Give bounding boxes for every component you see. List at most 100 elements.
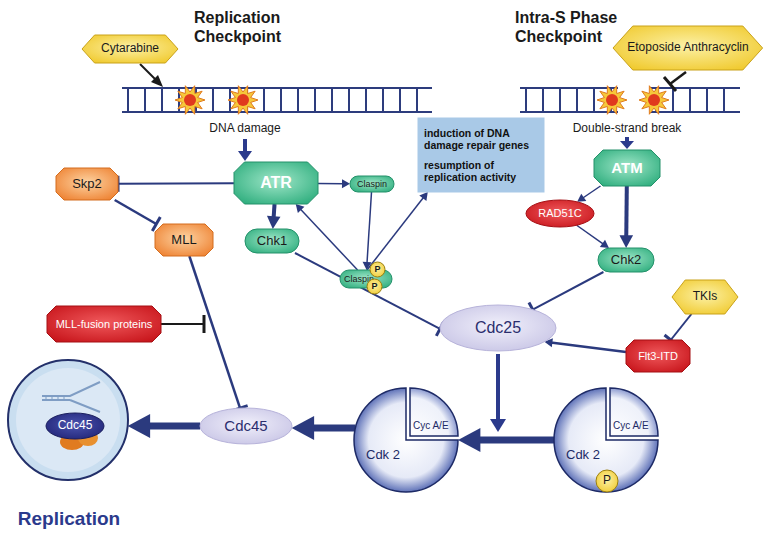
inhibition-bar <box>203 315 206 333</box>
phosphate-dot-shape <box>370 262 385 277</box>
phosphate-dot: P <box>367 279 382 294</box>
kinase-octagon-shape <box>234 162 318 204</box>
arrow-head <box>619 235 633 248</box>
node-text: Skp2 <box>72 177 102 192</box>
pathway-connector <box>267 204 281 229</box>
dna-rail <box>520 87 618 89</box>
node-text: Cyc A/E <box>613 420 649 432</box>
drug-hexagon-shape <box>82 35 178 63</box>
event-label: Double-strand break <box>562 121 692 135</box>
dna-rung <box>576 88 578 112</box>
replication-factor-ellipse-shape <box>46 413 104 439</box>
oncoprotein-octagon-shape <box>47 306 161 342</box>
arrow-head <box>490 419 506 432</box>
node-text: ATM <box>611 159 642 176</box>
kinase-pill: Chk2 <box>598 248 654 272</box>
node-text: TKIs <box>693 290 718 304</box>
drug-hexagon-shape <box>672 280 738 314</box>
dna-rung <box>212 88 214 112</box>
arrow-head <box>419 192 427 201</box>
checkpoint-heading: Intra-S Phase Checkpoint <box>515 8 640 46</box>
protein-pill-shape <box>350 176 394 192</box>
pathway-connector <box>292 416 356 440</box>
cyclin-wedge-shape <box>610 388 658 436</box>
fork-rung <box>64 396 65 400</box>
drug-hexagon: TKIs <box>672 280 738 314</box>
nucleus-circle: ReplicationCdc45 <box>4 356 134 530</box>
dna-rung <box>542 88 544 112</box>
phosphate-dot: P <box>596 470 618 492</box>
pathway-connector <box>529 272 603 317</box>
kinase-pie: Cdk 2Cyc A/EP <box>552 386 660 494</box>
arrow-head <box>620 141 634 149</box>
phospho-protein-pill: ClaspinPP <box>340 270 392 288</box>
node-text: P <box>371 281 377 291</box>
kinase-pill-shape <box>245 229 299 253</box>
node-text: resumption of replication activity <box>424 159 538 183</box>
dna-rung <box>348 88 350 112</box>
arrow-head <box>458 428 480 452</box>
node-text: Etoposide Anthracyclin <box>627 41 748 55</box>
node-text: Cdc25 <box>475 319 521 337</box>
damage-core <box>606 94 618 106</box>
pathway-connector <box>128 414 200 438</box>
phosphatase-ellipse: Cdc25 <box>440 305 556 351</box>
cyclin-wedge-shape <box>410 388 458 436</box>
dna-rail <box>122 87 432 89</box>
pathway-connector <box>118 176 234 192</box>
connector-line <box>577 225 604 244</box>
dna-rung <box>161 88 163 112</box>
fork-rung <box>46 396 47 400</box>
dna-rung <box>593 88 595 112</box>
protein-pill: Claspin <box>350 176 394 192</box>
kinase-octagon: ATM <box>594 150 660 186</box>
node-text: P <box>374 264 380 274</box>
connector-line <box>582 186 600 198</box>
nucleoplasm <box>16 368 120 472</box>
pathway-connector <box>363 192 372 270</box>
kinase-pie-shape <box>554 388 658 492</box>
arrow-head <box>600 240 609 248</box>
arrow-head <box>238 151 252 161</box>
kinase-pill: Chk1 <box>245 229 299 253</box>
dna-rail <box>520 111 618 113</box>
drug-arrow-line <box>140 64 156 80</box>
arrow-line <box>496 354 500 420</box>
dna-rung <box>263 88 265 112</box>
drug-hexagon: Cytarabine <box>82 35 178 63</box>
arrow-line <box>243 139 247 152</box>
connector-line <box>671 314 692 340</box>
kinase-pie: Cdk 2Cyc A/E <box>352 386 460 494</box>
connector-line <box>476 437 554 444</box>
connector-line <box>146 423 200 430</box>
damage-star <box>228 86 258 115</box>
kinase-pie-shape <box>354 388 458 492</box>
node-text: Cdk 2 <box>366 448 400 463</box>
drug-hexagon: Etoposide Anthracyclin <box>613 26 763 70</box>
dna-rail <box>650 111 740 113</box>
phosphate-dot-shape <box>367 279 382 294</box>
node-text: RAD51C <box>538 207 581 220</box>
protein-octagon-shape <box>155 224 213 256</box>
arrow-head <box>128 414 150 438</box>
connector-line <box>318 183 344 185</box>
dna-rung <box>559 88 561 112</box>
connector-line <box>118 182 234 185</box>
drug-inhibition <box>664 72 686 91</box>
protein-ellipse: RAD51C <box>526 200 594 227</box>
nucleus-circle-outline <box>4 356 134 530</box>
damage-core <box>648 94 660 106</box>
break-arrow <box>620 137 634 149</box>
effect-box: induction of DNA damage repair genesresu… <box>418 118 544 192</box>
kinase-pill-shape <box>598 248 654 272</box>
connector-line <box>189 256 240 408</box>
node-text: Chk2 <box>611 253 641 268</box>
pathway-connector <box>189 256 247 411</box>
pathway-connector <box>115 200 161 231</box>
phosphate-dot-shape <box>596 470 618 492</box>
pathway-connector <box>295 253 444 336</box>
pathway-connector <box>296 204 358 270</box>
replication-fork <box>42 382 100 412</box>
connector-line <box>624 186 629 238</box>
damage-core <box>237 94 249 106</box>
